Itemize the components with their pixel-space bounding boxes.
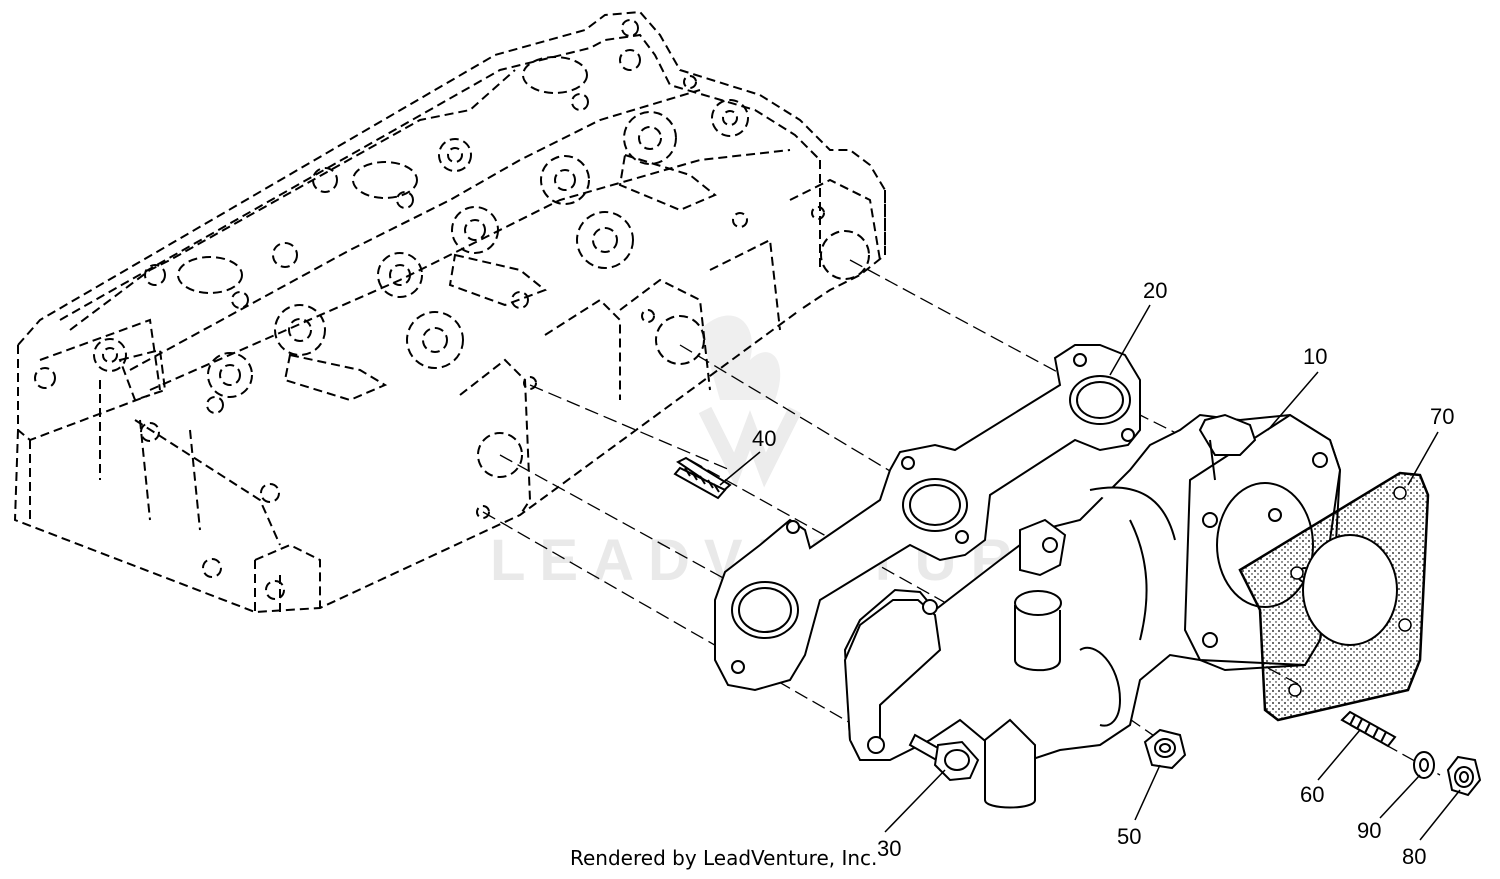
exhaust-manifold [843,413,1342,809]
cylinder-head [13,10,886,614]
bolt-30 [908,733,980,782]
washer-90 [1413,751,1435,779]
watermark-flame-icon [700,315,781,400]
callout-20: 20 [1143,278,1167,303]
callout-80: 80 [1402,844,1426,869]
callout-60: 60 [1300,782,1324,807]
nut-50 [1143,728,1187,770]
footer-credit: Rendered by LeadVenture, Inc. [570,846,877,870]
callout-50: 50 [1117,824,1141,849]
watermark-v-icon [698,406,802,488]
leader-lines [719,304,1461,841]
callout-90: 90 [1357,818,1381,843]
callouts: 20 10 70 40 30 50 60 90 80 [752,278,1454,869]
outlet-gasket [1238,471,1430,722]
callout-10: 10 [1303,344,1327,369]
callout-70: 70 [1430,404,1454,429]
manifold-gasket [714,344,1141,692]
callout-30: 30 [877,836,901,861]
stud-40 [673,456,732,500]
stud-60 [1340,710,1397,748]
nut-80 [1446,755,1482,797]
callout-40: 40 [752,426,776,451]
